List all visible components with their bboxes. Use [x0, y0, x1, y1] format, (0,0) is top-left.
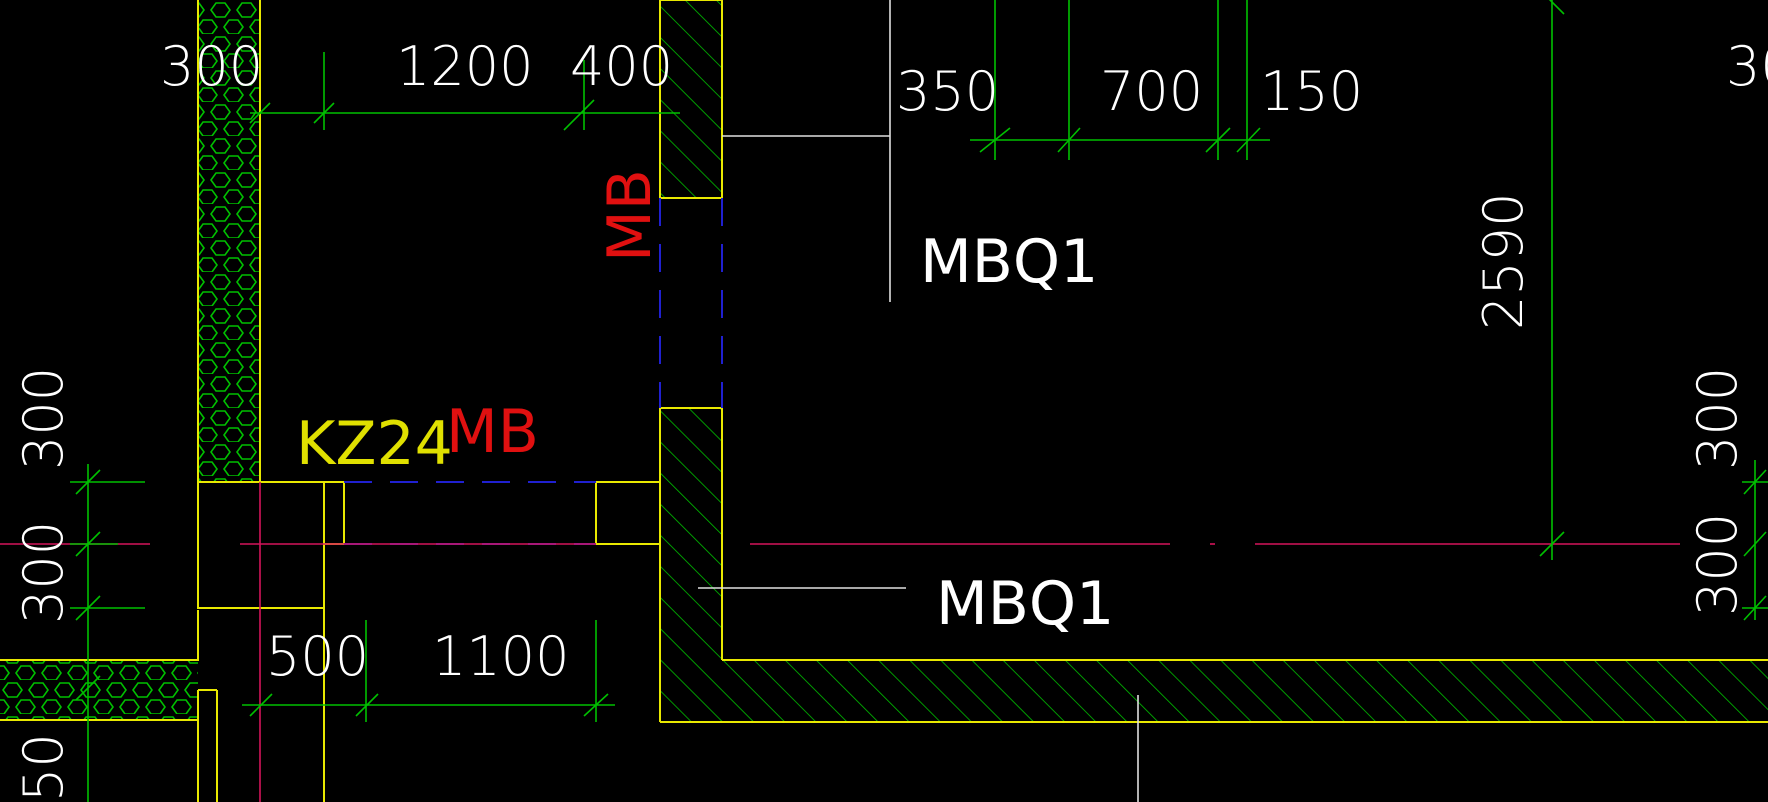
label-kz24: KZ24	[296, 409, 453, 479]
dim-top-400: 400	[570, 35, 673, 98]
label-mbq1-lower: MBQ1	[936, 569, 1114, 639]
labels: MB MB KZ24 MBQ1 MBQ1	[296, 169, 1114, 639]
dimension-lines	[70, 0, 1768, 802]
dimension-texts: 300 1200 400 350 700 150 30 2590 300 300…	[12, 35, 1768, 802]
axis-lines	[0, 482, 1680, 802]
label-mb-vertical: MB	[595, 169, 665, 262]
left-insulation-wall	[197, 0, 261, 482]
dim-top-150: 150	[1260, 60, 1363, 123]
dim-top-350: 350	[896, 60, 999, 123]
dim-top-700: 700	[1100, 60, 1203, 123]
dim-left-300-lower: 300	[12, 521, 75, 624]
dim-top-30: 30	[1726, 35, 1768, 98]
dim-right-300-upper: 300	[1686, 367, 1749, 470]
dim-left-50: 50	[12, 733, 75, 802]
dim-top-1200: 1200	[396, 35, 533, 98]
hatched-wall-vertical	[659, 0, 723, 722]
label-mb-horizontal: MB	[446, 397, 539, 467]
dim-bottom-500: 500	[266, 625, 369, 688]
leader-lines	[698, 0, 1139, 802]
label-mbq1-upper: MBQ1	[920, 227, 1098, 297]
dim-top-300: 300	[160, 35, 263, 98]
dim-right-300-lower: 300	[1686, 513, 1749, 616]
hatched-wall-horizontal	[660, 659, 1768, 723]
bottom-left-insulation	[0, 610, 218, 802]
dim-bottom-1100: 1100	[432, 625, 569, 688]
dim-left-300-upper: 300	[12, 367, 75, 470]
dim-vertical-2590: 2590	[1472, 193, 1535, 330]
